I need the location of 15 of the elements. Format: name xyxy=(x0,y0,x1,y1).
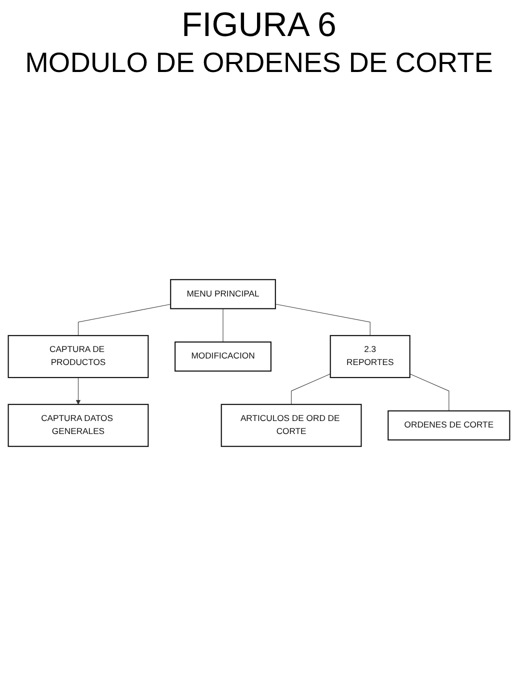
arrow xyxy=(76,377,81,405)
connector xyxy=(275,304,370,336)
connector xyxy=(410,374,450,412)
node-box: ARTICULOS DE ORD DE CORTE xyxy=(220,404,362,447)
node-box: CAPTURA DE PRODUCTOS xyxy=(8,335,149,378)
connector xyxy=(291,374,331,405)
connector xyxy=(222,308,224,342)
node-box: 2.3 REPORTES xyxy=(330,335,410,378)
node-box: MENU PRINCIPAL xyxy=(170,279,276,310)
node-box: MODIFICACION xyxy=(174,341,272,372)
connector xyxy=(78,304,171,336)
node-box: CAPTURA DATOS GENERALES xyxy=(8,404,149,447)
diagram-heading: MODULO DE ORDENES DE CORTE xyxy=(24,47,494,79)
node-box: ORDENES DE CORTE xyxy=(388,410,510,440)
figure-title: FIGURA 6 xyxy=(180,6,338,45)
